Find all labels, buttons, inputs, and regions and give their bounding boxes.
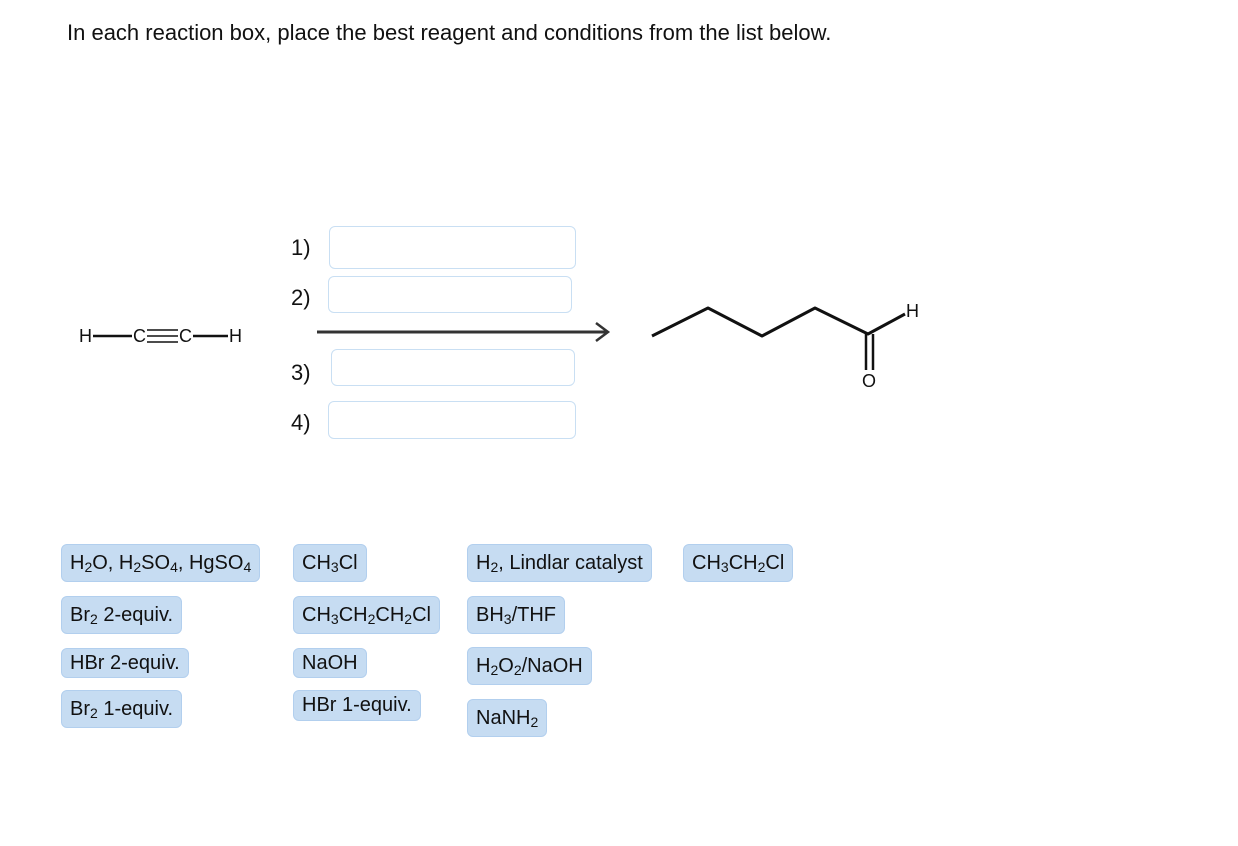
reagent-chip-h2o-h2so4-hgso4[interactable]: H2O, H2SO4, HgSO4 bbox=[61, 544, 261, 582]
step-4-dropbox[interactable] bbox=[328, 401, 576, 439]
reagent-chip-hbr-1equiv[interactable]: HBr 1-equiv. bbox=[293, 690, 421, 721]
atom-h-aldehyde: H bbox=[906, 301, 919, 321]
reagent-chip-nanh2[interactable]: NaNH2 bbox=[467, 699, 548, 737]
reagent-chip-ch3ch2cl[interactable]: CH3CH2Cl bbox=[683, 544, 794, 582]
atom-h-left: H bbox=[79, 326, 92, 346]
reagent-chip-br2-2equiv[interactable]: Br2 2-equiv. bbox=[61, 596, 183, 634]
reagent-chip-hbr-2equiv[interactable]: HBr 2-equiv. bbox=[61, 648, 189, 678]
step-3-dropbox[interactable] bbox=[331, 349, 575, 386]
reagent-chip-br2-1equiv[interactable]: Br2 1-equiv. bbox=[61, 690, 183, 728]
atom-h-right: H bbox=[229, 326, 242, 346]
step-4-label: 4) bbox=[291, 410, 311, 435]
atom-c-left: C bbox=[133, 326, 146, 346]
reagent-chip-ch3ch2ch2cl[interactable]: CH3CH2CH2Cl bbox=[293, 596, 440, 634]
step-2-dropbox[interactable] bbox=[328, 276, 572, 313]
step-1-label: 1) bbox=[291, 235, 311, 260]
atom-c-right: C bbox=[179, 326, 192, 346]
step-2-label: 2) bbox=[291, 285, 311, 310]
reagent-chip-bh3-thf[interactable]: BH3/THF bbox=[467, 596, 566, 634]
product-pentanal: H O bbox=[651, 301, 919, 391]
reagent-chip-h2-lindlar[interactable]: H2, Lindlar catalyst bbox=[467, 544, 652, 582]
reagent-chip-h2o2-naoh[interactable]: H2O2/NaOH bbox=[467, 647, 592, 685]
reactant-acetylene: H C C H bbox=[79, 326, 242, 346]
instruction-text: In each reaction box, place the best rea… bbox=[67, 20, 832, 45]
reagent-chip-naoh[interactable]: NaOH bbox=[293, 648, 367, 678]
atom-o-carbonyl: O bbox=[862, 371, 876, 391]
step-3-label: 3) bbox=[291, 360, 311, 385]
step-1-dropbox[interactable] bbox=[329, 226, 576, 269]
reagent-chip-ch3cl[interactable]: CH3Cl bbox=[293, 544, 367, 582]
reaction-arrow-icon bbox=[317, 322, 611, 342]
